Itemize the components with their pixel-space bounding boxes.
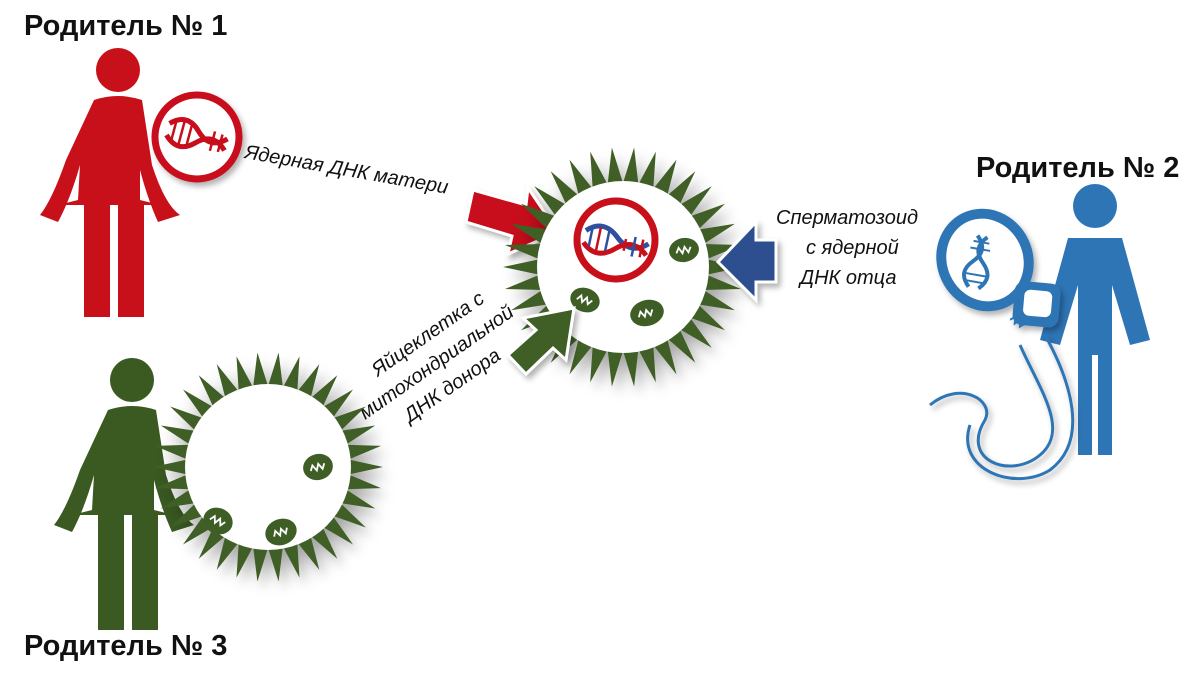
sperm-caption: Сперматозоид с ядерной ДНК отца bbox=[776, 207, 918, 289]
sperm-cell bbox=[929, 208, 1075, 480]
mitochondrion-icon bbox=[265, 518, 297, 546]
mitochondrion-icon bbox=[303, 453, 333, 481]
dna-helix-icon bbox=[962, 234, 991, 291]
mother-dna-caption: Ядерная ДНК матери bbox=[242, 141, 450, 199]
dna-helix-icon bbox=[581, 223, 650, 258]
parent-2-label: Родитель № 2 bbox=[976, 152, 1180, 184]
mitochondrion-icon bbox=[669, 237, 699, 263]
parent-1-label: Родитель № 1 bbox=[24, 10, 228, 42]
parent-1-figure bbox=[40, 48, 180, 317]
mitochondrion-icon bbox=[1009, 315, 1026, 329]
sperm-caption-line2: с ядерной bbox=[806, 237, 899, 259]
sperm-caption-line3: ДНК отца bbox=[798, 267, 896, 289]
green-arrow bbox=[505, 306, 576, 377]
mitochondrion-icon bbox=[203, 507, 233, 535]
mitochondrion-icon bbox=[570, 287, 600, 313]
dna-helix-icon bbox=[164, 117, 229, 153]
donor-egg bbox=[153, 352, 383, 582]
blue-arrow bbox=[715, 218, 778, 304]
mitochondrion-icon bbox=[630, 299, 664, 327]
parent-2-figure bbox=[1040, 184, 1150, 455]
egg-caption: Яйцеклетка с митохондриальной ДНК донора bbox=[355, 287, 518, 428]
nucleus bbox=[573, 197, 659, 283]
parent-3-label: Родитель № 3 bbox=[24, 630, 228, 662]
parent-3-figure bbox=[54, 358, 194, 630]
parent-1-dna-badge bbox=[151, 91, 243, 183]
sperm-caption-line1: Сперматозоид bbox=[776, 207, 918, 229]
